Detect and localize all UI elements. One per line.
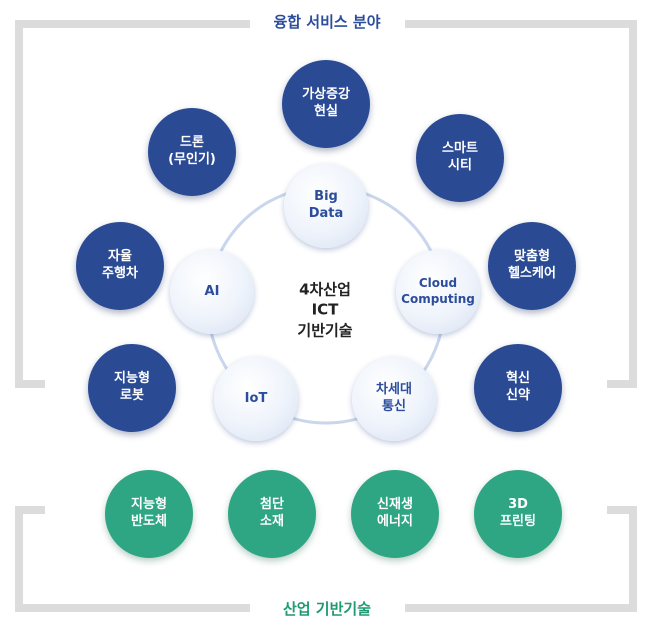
- industry-label-line: 지능형: [131, 497, 167, 513]
- frame-right-tick-upper: [607, 380, 637, 388]
- service-smart-robot: 지능형 로봇: [88, 344, 176, 432]
- industry-label-line: 신재생: [377, 497, 413, 513]
- tech-label-line: Cloud: [418, 276, 458, 291]
- frame-bottom-left: [15, 604, 250, 612]
- service-label-line: 지능형: [114, 371, 150, 387]
- industry-label-line: 프린팅: [500, 514, 536, 529]
- industry-label-line: 소재: [260, 514, 284, 529]
- industry-label-line: 3D: [508, 497, 528, 513]
- industry-label-line: 에너지: [377, 514, 413, 529]
- industry-3d-printing: 3D 프린팅: [474, 470, 562, 558]
- center-label: 4차산업 ICT 기반기술: [297, 280, 352, 341]
- service-healthcare: 맞춤형 헬스케어: [488, 222, 576, 310]
- tech-next-gen-network: 차세대 통신: [352, 357, 436, 441]
- tech-label-line: Data: [308, 206, 344, 221]
- frame-left-upper: [15, 20, 23, 388]
- service-label-line: 신약: [506, 388, 530, 403]
- frame-right-upper: [629, 20, 637, 388]
- industry-advanced-materials: 첨단 소재: [228, 470, 316, 558]
- service-label-line: 주행차: [102, 266, 138, 281]
- frame-top-right: [405, 20, 637, 28]
- center-label-line2: ICT: [311, 300, 339, 319]
- service-label-line: 스마트: [442, 141, 478, 157]
- service-label-line: 자율: [108, 249, 132, 265]
- frame-left-tick-upper: [15, 380, 45, 388]
- frame-right-lower: [629, 506, 637, 612]
- service-drone: 드론 (무인기): [148, 108, 236, 196]
- frame-top-left: [15, 20, 250, 28]
- service-label-line: 헬스케어: [508, 266, 556, 281]
- industry-label-line: 첨단: [260, 497, 284, 513]
- service-smart-city: 스마트 시티: [416, 114, 504, 202]
- center-label-line1: 4차산업: [299, 280, 351, 299]
- tech-iot: IoT: [214, 357, 298, 441]
- service-label-line: 혁신: [506, 371, 530, 387]
- service-label-line: (무인기): [168, 152, 216, 167]
- tech-big-data: Big Data: [284, 164, 368, 248]
- frame-bottom-right: [405, 604, 637, 612]
- tech-label-line: Big: [314, 189, 338, 205]
- tech-label-line: Computing: [401, 292, 475, 306]
- service-label-line: 가상증강: [302, 87, 350, 103]
- tech-label-line: 통신: [382, 399, 406, 414]
- service-label-line: 현실: [314, 104, 338, 119]
- center-label-line3: 기반기술: [297, 321, 353, 340]
- service-autonomous-car: 자율 주행차: [76, 222, 164, 310]
- tech-ai: AI: [170, 250, 254, 334]
- tech-label-line: 차세대: [376, 382, 412, 398]
- service-label-line: 로봇: [120, 388, 144, 403]
- tech-label-line: AI: [204, 283, 220, 299]
- service-vr-ar: 가상증강 현실: [282, 60, 370, 148]
- service-label-line: 시티: [448, 158, 472, 173]
- services-section-title: 융합 서비스 분야: [259, 11, 395, 32]
- service-label-line: 드론: [180, 135, 204, 151]
- industry-semiconductor: 지능형 반도체: [105, 470, 193, 558]
- frame-left-tick-lower: [15, 506, 45, 514]
- industry-renewable-energy: 신재생 에너지: [351, 470, 439, 558]
- industry-section-title: 산업 기반기술: [268, 598, 386, 619]
- frame-left-lower: [15, 506, 23, 612]
- frame-right-tick-lower: [607, 506, 637, 514]
- service-label-line: 맞춤형: [514, 249, 550, 265]
- service-new-drug: 혁신 신약: [474, 344, 562, 432]
- industry-label-line: 반도체: [131, 514, 167, 529]
- tech-label-line: IoT: [244, 390, 268, 406]
- tech-cloud-computing: Cloud Computing: [396, 250, 480, 334]
